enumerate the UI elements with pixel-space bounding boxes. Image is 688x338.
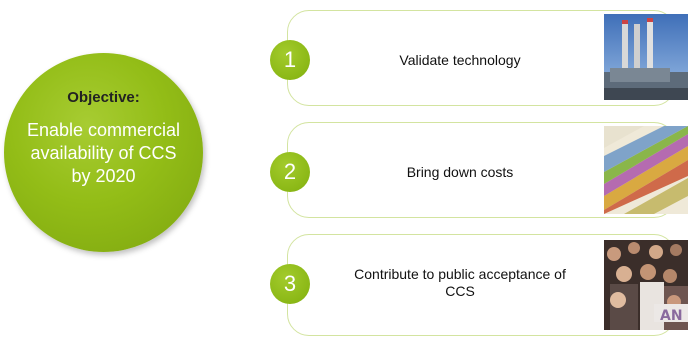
step-label-2: Bring down costs	[406, 164, 514, 180]
svg-text:AN: AN	[660, 308, 683, 324]
power-plant-photo	[604, 14, 688, 100]
step-label-1: Validate technology	[399, 52, 521, 68]
step-label-3: Contribute to public acceptance of CCS	[338, 266, 582, 300]
step-label-3-text: Contribute to public acceptance of CCS	[354, 266, 566, 299]
crowd-photo: AN	[604, 240, 688, 330]
objective-title: Objective:	[67, 89, 140, 106]
objective-circle: Objective: Enable commercial availabilit…	[4, 53, 203, 252]
step-number-1: 1	[270, 40, 310, 80]
step-number-3: 3	[270, 264, 310, 304]
objective-text: Enable commercial availability of CCS by…	[26, 120, 181, 186]
step-number-2: 2	[270, 152, 310, 192]
euro-banknotes-photo	[604, 126, 688, 214]
